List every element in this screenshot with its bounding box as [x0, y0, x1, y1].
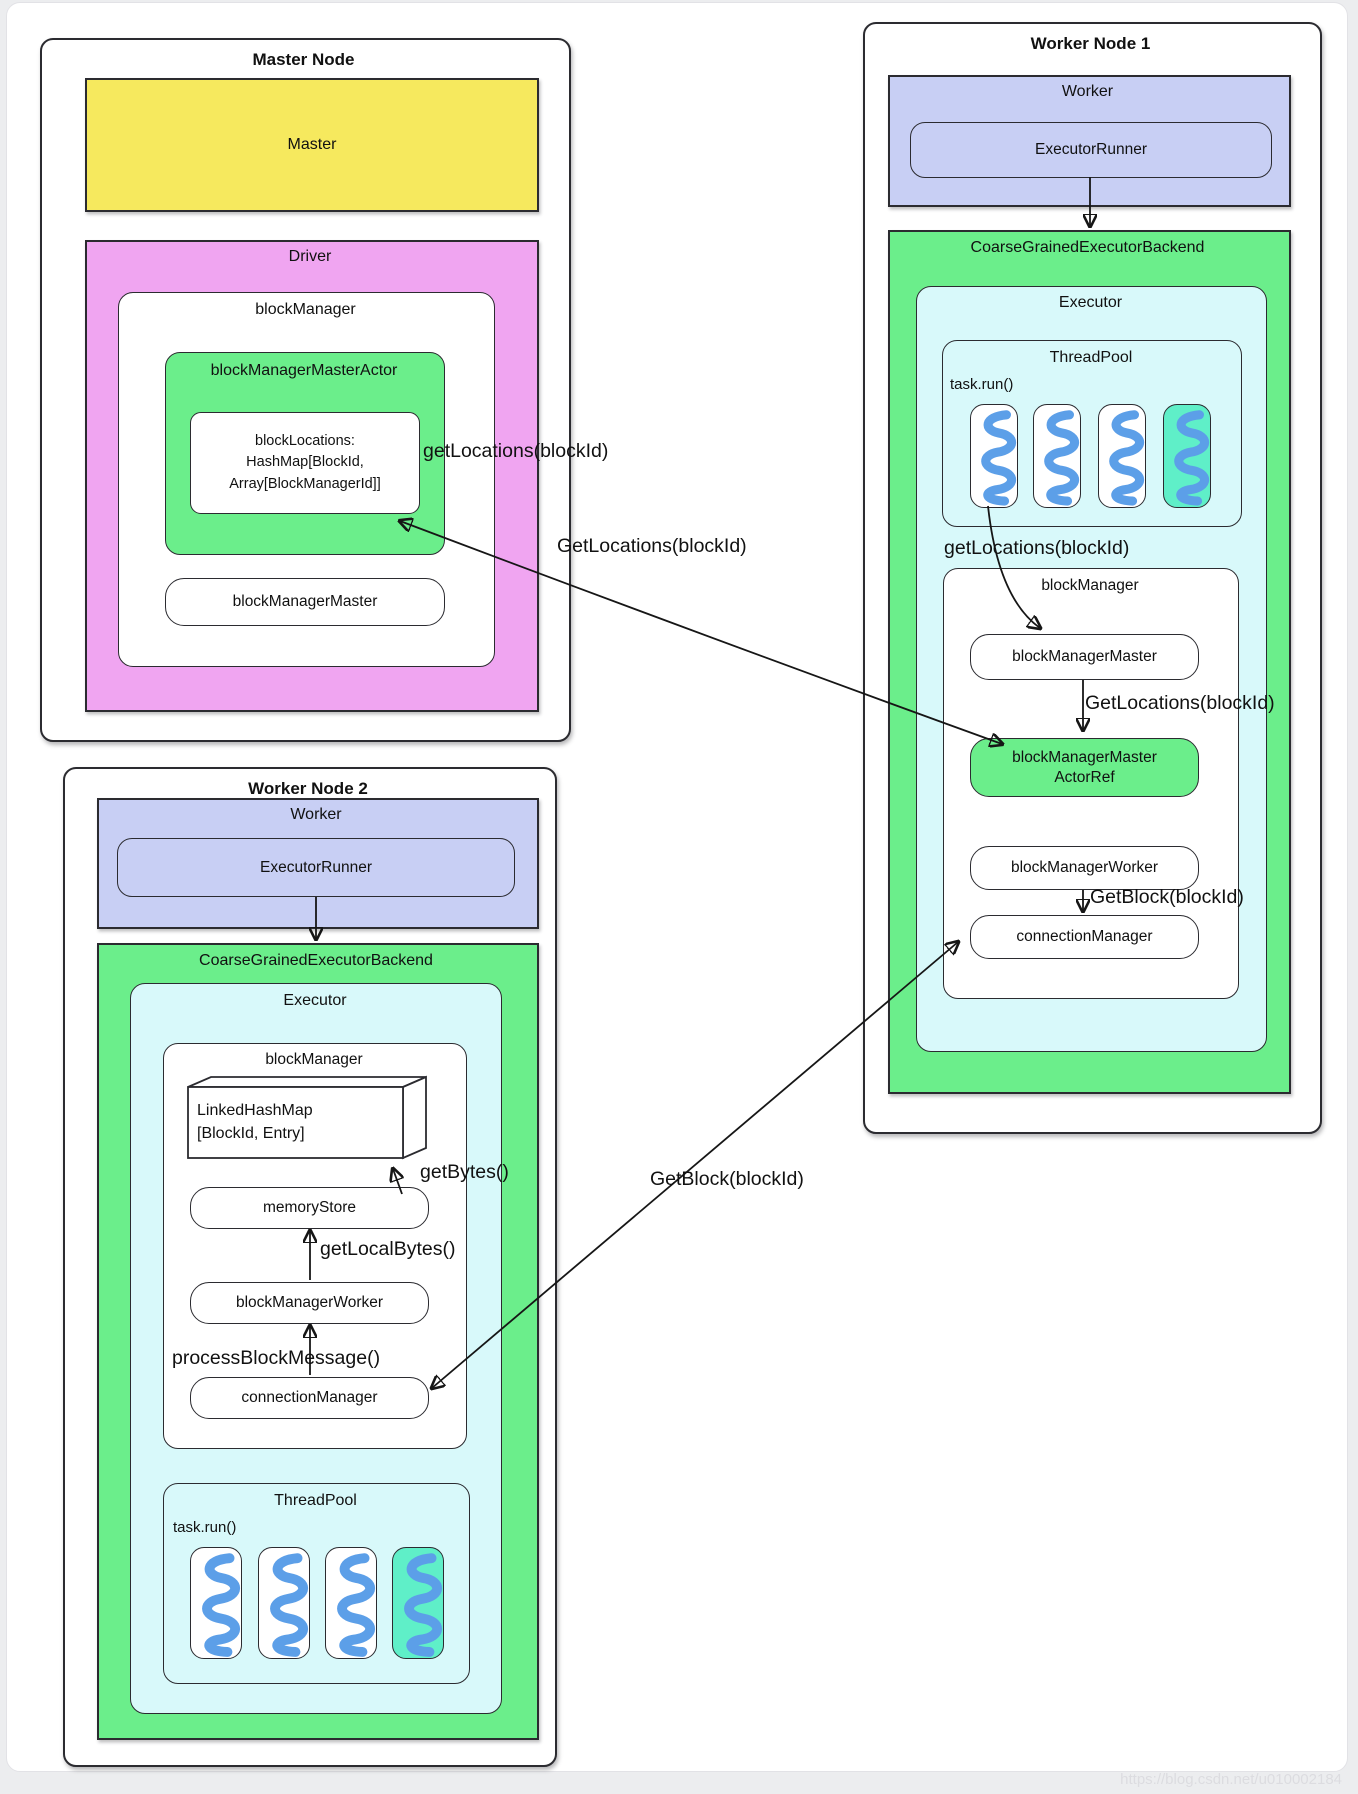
wn1-blockmanagermaster-actorref-box: blockManagerMaster ActorRef — [970, 738, 1199, 797]
wn2-processblockmessage-label: processBlockMessage() — [172, 1347, 381, 1369]
block-locations-line: HashMap[BlockId, — [246, 454, 364, 471]
wn1-getlocations-message-label: GetLocations(blockId) — [1085, 692, 1275, 714]
wn2-connectionmanager-box: connectionManager — [190, 1377, 429, 1419]
wn2-blockmanagerworker-box: blockManagerWorker — [190, 1282, 429, 1324]
wn2-memorystore-box: memoryStore — [190, 1187, 429, 1229]
wn1-executor-runner-box: ExecutorRunner — [910, 122, 1272, 178]
master-label: Master — [287, 136, 337, 153]
thread-spring-icon — [970, 404, 1018, 508]
wn1-blockmanagerworker-box: blockManagerWorker — [970, 846, 1199, 890]
wn2-getlocalbytes-label: getLocalBytes() — [320, 1238, 456, 1260]
wn2-worker-title: Worker — [290, 806, 342, 823]
wn2-blockmanager-title: blockManager — [265, 1051, 363, 1068]
thread-spring-icon — [325, 1547, 377, 1659]
thread-spring-icon-active — [392, 1547, 444, 1659]
wn2-threadpool-title: ThreadPool — [274, 1492, 357, 1509]
watermark: https://blog.csdn.net/u010002184 — [1120, 1771, 1342, 1788]
linked-hashmap-line: [BlockId, Entry] — [197, 1125, 305, 1142]
master-box: Master — [85, 78, 539, 212]
wn2-executor-title: Executor — [283, 992, 347, 1009]
block-locations-line: blockLocations: — [255, 432, 355, 449]
blockmanager-master-actor-title: blockManagerMasterActor — [210, 362, 398, 379]
driver-title: Driver — [288, 248, 332, 265]
master-blockmanager-title: blockManager — [255, 301, 356, 318]
master-getlocations-label: getLocations(blockId) — [423, 440, 609, 462]
wn1-threadpool-title: ThreadPool — [1049, 349, 1133, 366]
actorref-line: ActorRef — [1054, 768, 1115, 786]
wn1-blockmanager-title: blockManager — [1041, 577, 1139, 594]
worker-node-2-title: Worker Node 2 — [248, 779, 368, 798]
wn1-worker-title: Worker — [1061, 83, 1114, 100]
wn2-backend-title: CoarseGrainedExecutorBackend — [199, 952, 433, 969]
linked-hashmap-line: LinkedHashMap — [197, 1102, 313, 1119]
thread-spring-icon — [190, 1547, 242, 1659]
thread-spring-icon-active — [1163, 404, 1211, 508]
wn2-executor-runner-box: ExecutorRunner — [117, 838, 515, 897]
wn1-getlocations-label: getLocations(blockId) — [944, 537, 1130, 559]
wn1-backend-title: CoarseGrainedExecutorBackend — [970, 239, 1205, 256]
master-node-title: Master Node — [252, 50, 355, 69]
master-blockmanagermaster-box: blockManagerMaster — [165, 578, 445, 626]
wn2-getbytes-label: getBytes() — [420, 1161, 509, 1183]
wn1-blockmanagermaster-box: blockManagerMaster — [970, 634, 1199, 680]
wn1-connectionmanager-box: connectionManager — [970, 915, 1199, 959]
wn1-task-run-label: task.run() — [950, 376, 1014, 393]
wn1-executor-title: Executor — [1058, 294, 1123, 311]
thread-spring-icon — [258, 1547, 310, 1659]
wn1-getblock-message-label: GetBlock(blockId) — [1090, 886, 1244, 908]
mid-getblock-message-label: GetBlock(blockId) — [650, 1168, 804, 1190]
block-locations-box: blockLocations: HashMap[BlockId, Array[B… — [190, 412, 420, 514]
block-locations-line: Array[BlockManagerId]] — [229, 475, 381, 492]
wn2-task-run-label: task.run() — [173, 1519, 237, 1536]
mid-getlocations-message-label: GetLocations(blockId) — [557, 535, 747, 557]
thread-spring-icon — [1033, 404, 1081, 508]
linked-hashmap-3d-box — [187, 1075, 427, 1160]
worker-node-1-title: Worker Node 1 — [1030, 34, 1151, 53]
actorref-line: blockManagerMaster — [1012, 748, 1157, 766]
thread-spring-icon — [1098, 404, 1146, 508]
